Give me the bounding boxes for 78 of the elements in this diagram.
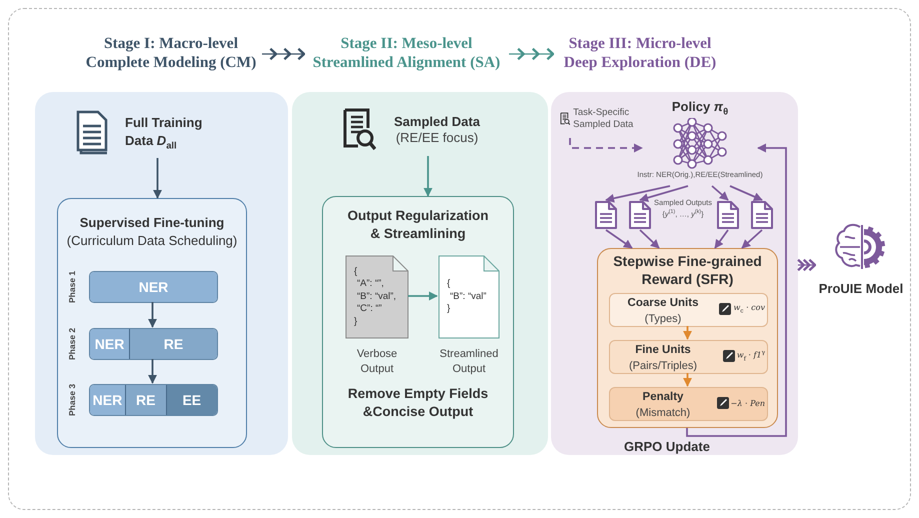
stage-panel <box>35 92 288 455</box>
task-segment: NER <box>90 385 125 415</box>
stage-panel <box>292 92 548 455</box>
document-icon <box>750 200 774 230</box>
arrow <box>683 326 692 340</box>
data-source-label: Full Training Data D$_{all}$ <box>125 114 204 152</box>
code-line: { <box>354 266 358 278</box>
document-icon <box>628 200 652 230</box>
stage-heading: Stage III: Micro-level Deep Exploration (DE) <box>562 35 718 73</box>
document-icon <box>716 200 740 230</box>
data-source-note: (RE/EE focus) <box>396 130 478 148</box>
phase-label: Phase 3 <box>66 384 78 416</box>
arrow <box>569 138 643 152</box>
arrow <box>686 144 787 437</box>
phase-label: Phase 2 <box>66 328 78 360</box>
chevron-arrow <box>509 48 554 60</box>
phase-bar <box>89 328 218 360</box>
unit-title: Coarse Units <box>628 296 698 311</box>
training-box <box>57 198 247 448</box>
stage-heading: Stage I: Macro-level Complete Modeling (CM) <box>84 35 258 73</box>
arrow <box>730 185 763 201</box>
data-source-label: Task-Specific Sampled Data <box>573 106 634 132</box>
task-segment: RE <box>124 385 166 415</box>
reward-formula: w$_{c}$ · cov <box>733 303 765 315</box>
reward-formula: −λ · Pen <box>730 398 765 408</box>
data-source-label: Sampled Data <box>394 112 480 130</box>
chevron-arrow <box>797 258 816 272</box>
code-line: “C”: “” <box>356 303 383 316</box>
arrow <box>714 229 729 249</box>
reward-unit-box <box>609 293 768 327</box>
arrow <box>683 373 692 387</box>
task-segment: NER <box>90 272 217 302</box>
code-line: “B”: “val”, <box>356 290 398 304</box>
unit-title: Fine Units <box>635 343 691 358</box>
output-caption: Verbose Output <box>356 347 398 377</box>
arrow <box>605 185 670 203</box>
reward-unit-box <box>609 340 768 374</box>
process-box <box>322 196 514 448</box>
policy-label: Policy π$_{θ}$ <box>672 98 728 118</box>
stage-heading: Stage II: Meso-level Streamlined Alignment (SA) <box>312 35 502 73</box>
code-line: } <box>354 316 358 328</box>
json-document <box>438 255 500 339</box>
document-icon <box>594 200 618 230</box>
unit-subtitle: (Mismatch) <box>636 406 690 420</box>
arrow <box>148 359 157 384</box>
arrow <box>639 185 688 202</box>
phase-bar <box>89 384 218 416</box>
arrow <box>639 229 660 249</box>
code-line: { <box>447 278 452 291</box>
chevron-arrow <box>262 48 305 60</box>
code-line: } <box>447 303 452 316</box>
phase-label: Phase 1 <box>66 271 78 303</box>
reward-unit-box <box>609 387 768 421</box>
output-caption: Streamlined Output <box>438 347 500 377</box>
arrow <box>148 302 157 328</box>
arrow <box>153 158 162 199</box>
box-title: Remove Empty Fields &Concise Output <box>346 385 490 420</box>
task-segment: RE <box>129 329 217 359</box>
reward-formula: w$_{f}$ · f1$^{γ}$ <box>736 350 765 362</box>
task-segment: EE <box>166 385 217 415</box>
box-title: Stepwise Fine-grained Reward (SFR) <box>612 252 763 288</box>
unit-subtitle: (Pairs/Triples) <box>628 358 698 373</box>
box-title: Output Regularization & Streamlining <box>346 207 490 242</box>
arrow <box>424 156 432 197</box>
stage-panel <box>551 92 798 455</box>
box-subtitle: (Curriculum Data Scheduling) <box>66 233 238 250</box>
task-segment: NER <box>90 329 130 359</box>
reward-box <box>597 248 778 428</box>
unit-title: Penalty <box>642 390 684 405</box>
arrow <box>408 292 438 300</box>
box-title: Supervised Fine-tuning <box>78 215 226 232</box>
model-label: ProUIE Model <box>818 280 904 298</box>
code-line: “B”: “val” <box>449 290 488 304</box>
code-line: “A”: “”, <box>356 278 385 291</box>
arrow <box>605 229 633 249</box>
json-document <box>345 255 409 339</box>
arrow <box>711 185 729 201</box>
unit-subtitle: (Types) <box>644 312 682 326</box>
